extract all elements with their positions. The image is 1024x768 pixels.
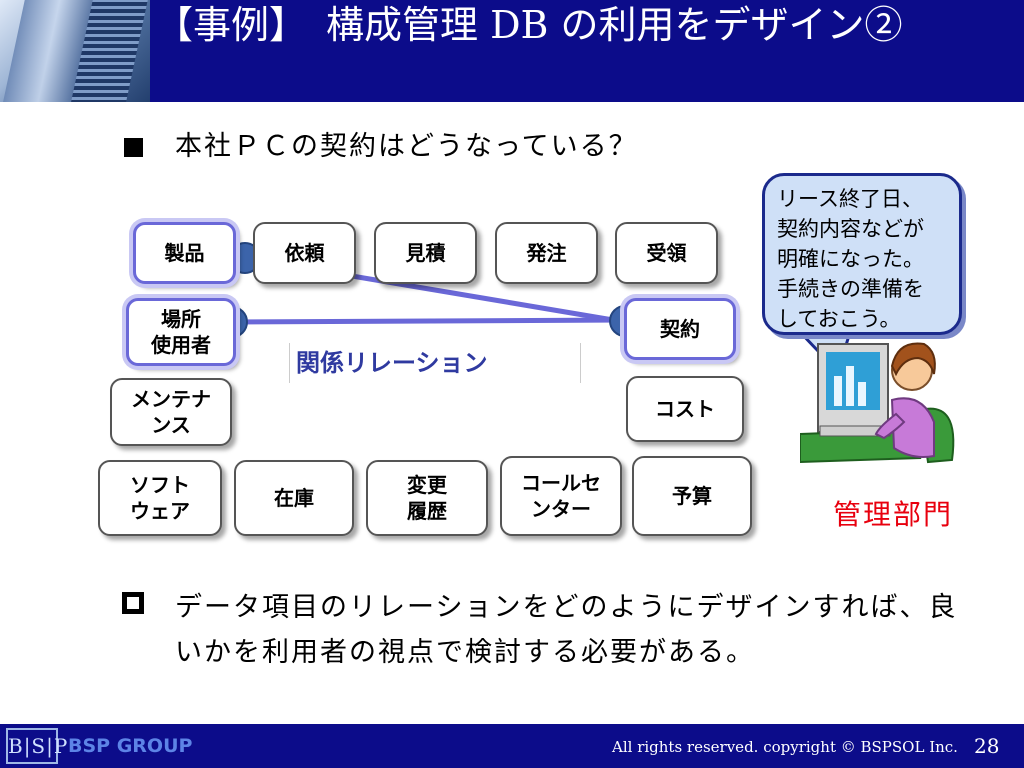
relation-label: 関係リレーション <box>289 343 581 383</box>
department-label: 管理部門 <box>833 498 954 531</box>
brand-name: BSP GROUP <box>68 735 193 757</box>
relation-line-place-contract <box>231 317 626 325</box>
box-order: 発注 <box>495 222 598 284</box>
footer-bar: B|S|P BSP GROUP All rights reserved. cop… <box>0 724 1024 768</box>
filled-square-bullet-icon <box>124 138 143 157</box>
building-photo <box>0 0 150 102</box>
copyright-text: All rights reserved. copyright © BSPSOL … <box>612 738 958 756</box>
box-inventory: 在庫 <box>234 460 354 536</box>
box-estimate: 見積 <box>374 222 477 284</box>
box-maintenance: メンテナ ンス <box>110 378 232 446</box>
box-software: ソフト ウェア <box>98 460 222 536</box>
question-text: 本社ＰＣの契約はどうなっている？ <box>175 131 638 162</box>
body-text: データ項目のリレーションをどのようにデザインすれば、良いかを利用者の視点で検討す… <box>175 592 958 668</box>
hollow-square-bullet-icon <box>122 592 144 614</box>
box-call-center: コールセ ンター <box>500 456 622 536</box>
slide-title: 【事例】 構成管理 DB の利用をデザイン② <box>155 3 903 47</box>
box-product: 製品 <box>133 222 236 284</box>
box-request: 依頼 <box>253 222 356 284</box>
box-place-user: 場所 使用者 <box>126 298 236 366</box>
box-cost: コスト <box>626 376 744 442</box>
box-contract: 契約 <box>624 298 736 360</box>
company-logo: B|S|P <box>6 728 67 764</box>
person-at-computer-icon <box>800 342 955 464</box>
box-budget: 予算 <box>632 456 752 536</box>
speech-bubble: リース終了日、 契約内容などが 明確になった。 手続きの準備を しておこう。 <box>762 173 962 335</box>
title-bar: 【事例】 構成管理 DB の利用をデザイン② <box>0 0 1024 102</box>
box-receipt: 受領 <box>615 222 718 284</box>
box-change-history: 変更 履歴 <box>366 460 488 536</box>
page-number: 28 <box>974 734 1000 758</box>
